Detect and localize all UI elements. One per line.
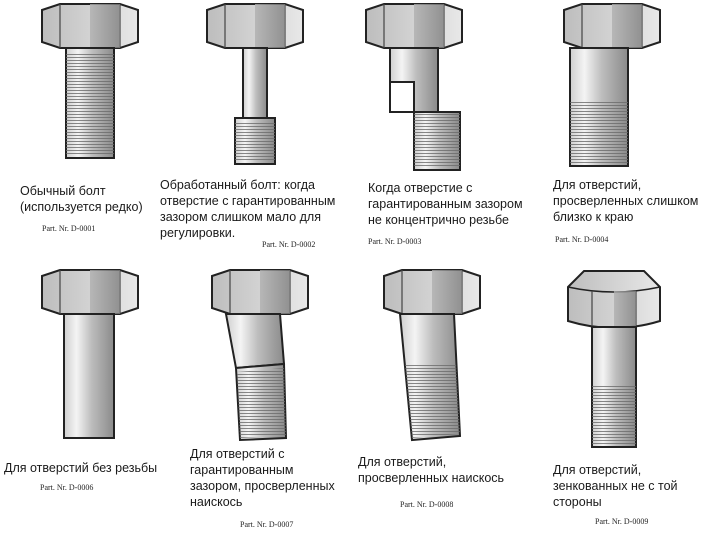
caption-bolt-8: Для отверстий, зенкованных не с той стор… (553, 463, 678, 509)
bolt-illustration-3 (365, 3, 463, 171)
caption-bolt-3: Когда отверстие с гарантированным зазоро… (368, 181, 523, 227)
part-number-8: Part. Nr. D-0009 (595, 517, 649, 526)
bolt-illustration-7 (383, 269, 481, 442)
part-number-4: Part. Nr. D-0004 (555, 235, 609, 244)
part-number-2: Part. Nr. D-0002 (262, 240, 316, 249)
part-number-3: Part. Nr. D-0003 (368, 237, 422, 246)
part-number-6: Part. Nr. D-0007 (240, 520, 294, 529)
caption-bolt-5: Для отверстий без резьбы (4, 461, 158, 475)
bolt-illustration-1 (41, 3, 139, 159)
bolt-illustration-6 (211, 269, 309, 442)
bolt-illustration-8 (567, 270, 661, 448)
bolt-illustration-5 (41, 269, 139, 439)
caption-bolt-1: Обычный болт (используется редко) (20, 184, 143, 214)
caption-bolt-7: Для отверстий, просверленных наискось (358, 455, 505, 485)
caption-bolt-2: Обработанный болт: когда отверстие с гар… (160, 178, 336, 240)
bolt-illustration-4 (563, 3, 661, 167)
part-number-7: Part. Nr. D-0008 (400, 500, 454, 509)
part-number-5: Part. Nr. D-0006 (40, 483, 94, 492)
caption-bolt-4: Для отверстий, просверленных слишком бли… (553, 178, 699, 224)
caption-bolt-6: Для отверстий с гарантированным зазором,… (190, 447, 335, 509)
part-number-1: Part. Nr. D-0001 (42, 224, 96, 233)
bolt-illustration-2 (206, 3, 304, 165)
